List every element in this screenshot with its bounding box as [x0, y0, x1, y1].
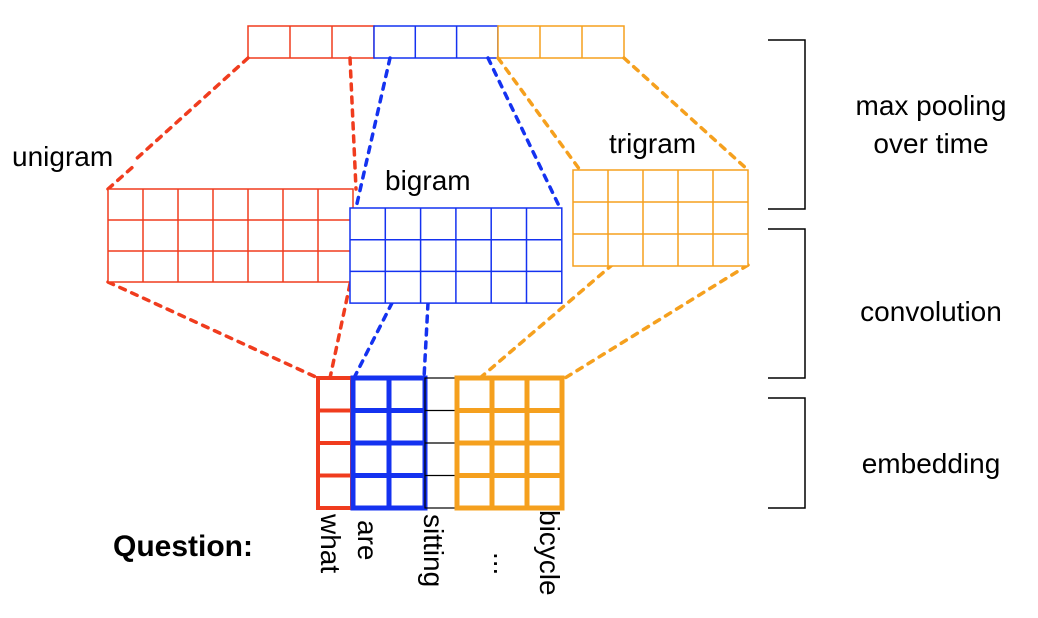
label-question: Question:	[113, 530, 253, 563]
word-what: what	[315, 513, 346, 573]
pooled-orange-border	[497, 25, 625, 59]
bracket-max-pooling	[768, 39, 806, 210]
question-words: what are sitting ... bicycle	[315, 510, 565, 596]
label-unigram: unigram	[12, 141, 113, 172]
dashed-connector	[478, 263, 614, 380]
bracket-embedding	[768, 397, 806, 509]
label-embedding: embedding	[862, 448, 1001, 479]
bigram-feature-map	[349, 207, 563, 304]
pooled-blue-border	[373, 25, 499, 59]
label-convolution: convolution	[860, 296, 1002, 327]
dashed-connector	[328, 282, 352, 380]
trigram-feature-map	[572, 169, 749, 267]
dashed-connector	[563, 263, 750, 380]
word-ellipsis: ...	[488, 552, 519, 575]
stage-brackets	[768, 39, 806, 509]
word-sitting: sitting	[418, 514, 449, 587]
dashed-connector	[133, 56, 250, 162]
connectors	[106, 56, 750, 380]
pooled-red-border	[247, 25, 375, 59]
unigram-feature-map	[107, 188, 354, 283]
dashed-connector	[622, 56, 750, 172]
pooled-vector	[247, 25, 625, 59]
label-max-pooling-line2: over time	[873, 128, 988, 159]
bracket-convolution	[768, 228, 806, 379]
embedding-matrix	[316, 375, 565, 511]
dashed-connector	[496, 56, 582, 172]
dashed-connector	[486, 56, 562, 210]
label-trigram: trigram	[609, 128, 696, 159]
label-max-pooling-line1: max pooling	[856, 90, 1007, 121]
word-bicycle: bicycle	[534, 510, 565, 596]
dashed-connector	[348, 56, 358, 191]
word-are: are	[352, 520, 383, 560]
dashed-connector	[106, 163, 137, 191]
trigram-cell-border	[572, 169, 749, 267]
label-bigram: bigram	[385, 165, 471, 196]
unigram-cell-border	[107, 188, 354, 283]
dashed-connector	[354, 56, 392, 210]
dashed-connector	[106, 280, 320, 380]
dashed-connector	[352, 301, 394, 380]
dashed-connector	[422, 301, 430, 380]
